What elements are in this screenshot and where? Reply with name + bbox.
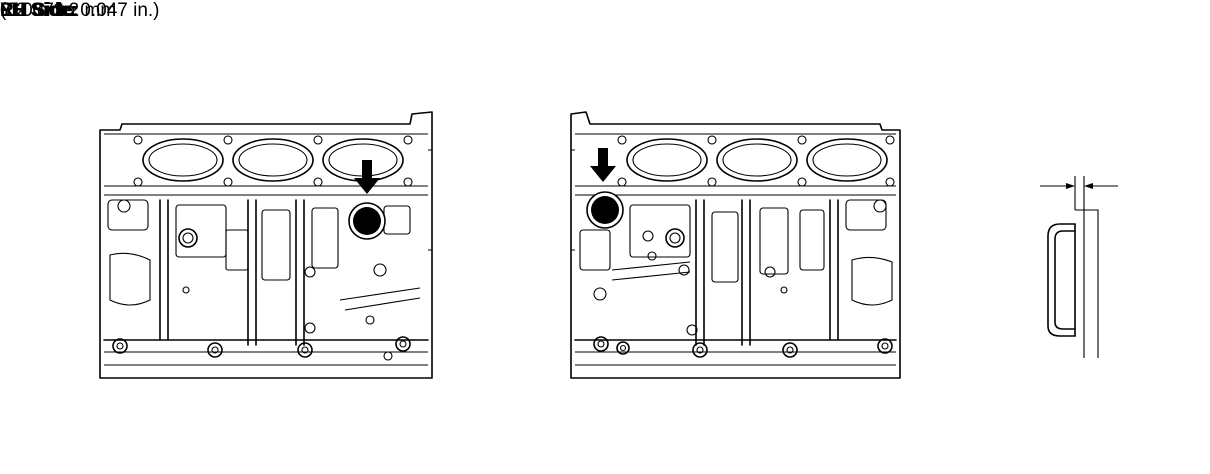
spec-mm-text: 0.2 to 1.2 mm: [0, 0, 117, 21]
spec-inch-text: (0.007 to 0.047 in.): [0, 0, 160, 21]
corner-mark: Y: [0, 0, 13, 21]
lh-side-title: LH Side:: [0, 0, 78, 21]
lh-engine-block: [570, 111, 901, 379]
filled-circle-icon: [348, 202, 386, 240]
down-arrow-icon: [354, 160, 380, 194]
down-arrow-icon: [590, 148, 616, 182]
filled-circle-icon: [586, 191, 624, 229]
rh-engine-block: [99, 111, 433, 379]
plug-cross-section: [1040, 176, 1118, 358]
rh-side-title: RH Side:: [0, 0, 80, 21]
